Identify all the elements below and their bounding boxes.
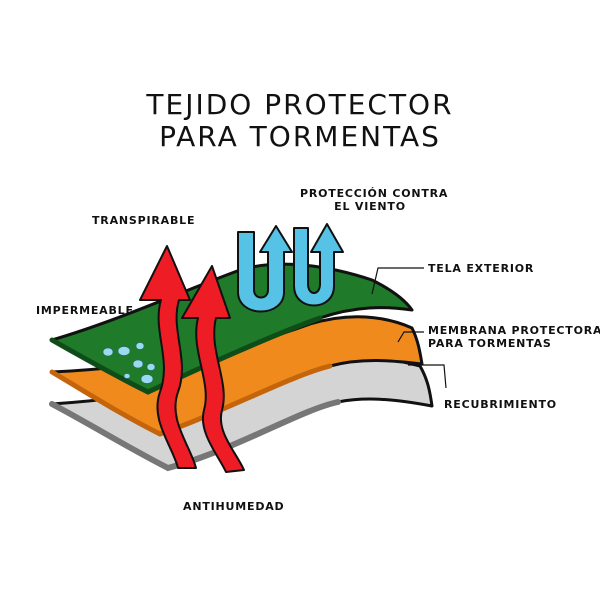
label-proteccion-viento-line2: EL VIENTO xyxy=(334,200,406,213)
membrane-layer-edge xyxy=(49,363,333,437)
label-proteccion-viento: PROTECCIÓN CONTRA EL VIENTO xyxy=(300,187,449,213)
label-antihumedad: ANTIHUMEDAD xyxy=(183,500,285,513)
label-tela-exterior: TELA EXTERIOR xyxy=(428,262,535,275)
water-droplets xyxy=(102,342,156,384)
leader-lines xyxy=(371,267,447,389)
outer-fabric-edge xyxy=(49,315,323,395)
label-membrana-protectora: MEMBRANA PROTECTORA PARA TORMENTAS xyxy=(428,324,600,350)
label-impermeable: IMPERMEABLE xyxy=(36,304,134,317)
label-membrana-line1: MEMBRANA PROTECTORA xyxy=(428,324,600,337)
coating-layer-edge xyxy=(49,399,341,472)
wind-arrows xyxy=(237,223,344,313)
leader-membrana xyxy=(397,331,424,343)
label-membrana-line2: PARA TORMENTAS xyxy=(428,337,552,350)
leader-tela-exterior xyxy=(371,267,424,295)
wind-arrow-up-right xyxy=(293,223,344,307)
label-proteccion-viento-line1: PROTECCIÓN CONTRA xyxy=(300,187,449,200)
leader-recubrimiento xyxy=(408,364,447,389)
breathable-arrows xyxy=(139,245,245,473)
label-recubrimiento: RECUBRIMIENTO xyxy=(444,398,557,411)
red-arrow-left xyxy=(139,245,197,469)
title-line-2: PARA TORMENTAS xyxy=(159,120,441,153)
wind-arrow-down-shaft xyxy=(237,225,293,313)
label-transpirable: TRANSPIRABLE xyxy=(92,214,196,227)
red-arrow-right xyxy=(181,265,245,473)
title-line-1: TEJIDO PROTECTOR xyxy=(146,88,454,121)
